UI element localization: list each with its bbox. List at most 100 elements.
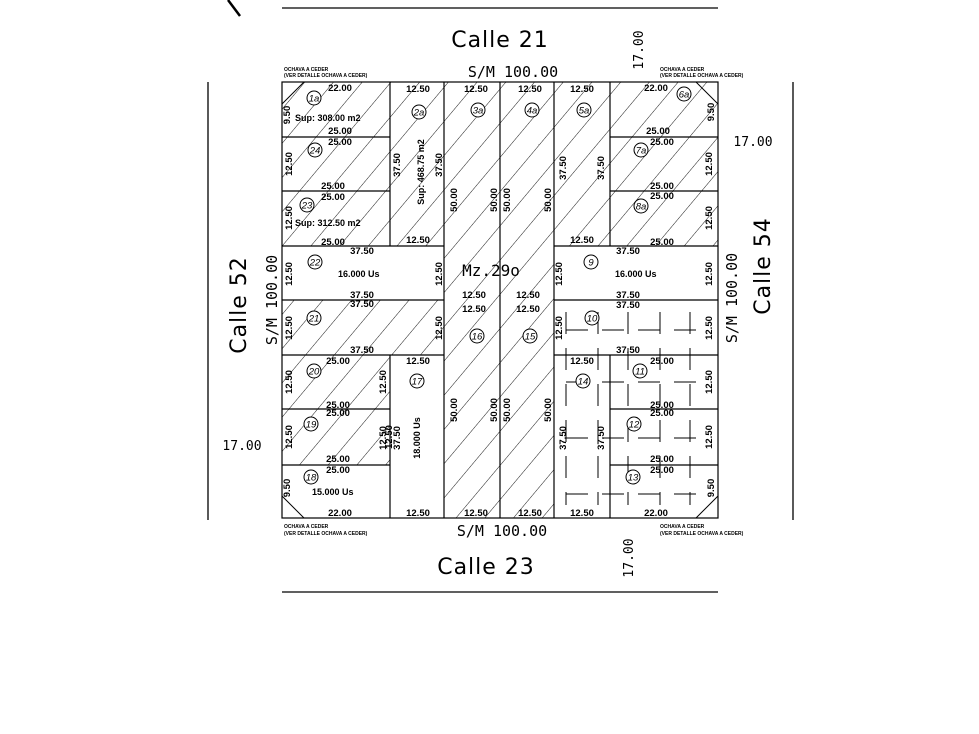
dimension-label: 25.00 [328,137,352,148]
svg-text:(VER DETALLE OCHAVA A CEDER): (VER DETALLE OCHAVA A CEDER) [660,73,744,79]
dimension-label: 37.50 [616,300,640,311]
lot-marker-11: 11 [632,363,648,379]
svg-text:OCHAVA A CEDER: OCHAVA A CEDER [660,524,705,530]
lot-marker-24: 24 [307,142,323,158]
dimension-label: 12.50 [464,84,488,95]
lot-marker-6a: 6a [676,86,692,102]
dimension-label: 25.00 [646,126,670,137]
dimension-label: 37.50 [558,426,569,450]
dimension-label: 37.50 [558,156,569,180]
dimension-label: 12.50 [284,425,295,449]
dimension-label: 12.50 [284,262,295,286]
block-label: Mz.29o [462,261,520,280]
dimension-label: 9.50 [282,479,293,498]
dimension-label: 25.00 [650,191,674,202]
dimension-label: 37.50 [392,426,403,450]
lot-marker-9: 9 [583,254,599,270]
dimension-label: 12.50 [378,370,389,394]
svg-text:19: 19 [306,420,317,431]
width-right: 17.00 [733,135,772,150]
dimension-label: 37.50 [616,290,640,301]
dimension-label: 50.00 [449,398,460,422]
dimension-label: 22.00 [644,83,668,94]
lot-marker-8a: 8a [633,198,649,214]
dimension-label: 25.00 [326,400,350,411]
dimension-label: 37.50 [616,345,640,356]
dimension-label: 25.00 [650,356,674,367]
dimension-label: 12.50 [570,508,594,519]
dimension-label: 9.50 [706,479,717,498]
svg-text:9: 9 [588,258,594,269]
svg-text:(VER DETALLE OCHAVA A CEDER): (VER DETALLE OCHAVA A CEDER) [284,531,368,537]
dimension-label: 12.50 [704,425,715,449]
dimension-label: 12.50 [406,84,430,95]
svg-text:13: 13 [628,473,639,484]
svg-text:3a: 3a [473,106,484,117]
svg-text:(VER DETALLE OCHAVA A CEDER): (VER DETALLE OCHAVA A CEDER) [284,73,368,79]
dimension-label: 12.50 [518,84,542,95]
north-arrow-icon [227,0,241,17]
svg-text:17: 17 [412,377,423,388]
dimension-label: 12.50 [704,316,715,340]
hatched-lots [282,82,718,518]
svg-text:11: 11 [635,367,645,378]
svg-text:6a: 6a [679,90,690,101]
area-lot23: Sup: 312.50 m2 [295,218,361,228]
dimension-label: 25.00 [326,356,350,367]
lot-marker-14: 14 [575,373,591,389]
dimension-label: 12.50 [464,508,488,519]
area-lot9: 16.000 Us [615,269,657,279]
dimension-label: 12.50 [516,290,540,301]
dimension-label: 25.00 [650,237,674,248]
svg-text:7a: 7a [636,146,647,157]
area-lot22: 16.000 Us [338,269,380,279]
dimension-label: 25.00 [326,465,350,476]
frontage-east: S/M 100.00 [723,253,741,343]
dimension-label: 25.00 [328,126,352,137]
area-lot1: Sup: 308.00 m2 [295,113,361,123]
dimension-label: 12.50 [570,356,594,367]
dimension-label: 12.50 [284,316,295,340]
svg-text:23: 23 [301,201,313,212]
lot-marker-20: 20 [306,363,322,379]
dimension-label: 37.50 [350,246,374,257]
dimension-label: 12.50 [434,316,445,340]
svg-text:16: 16 [472,332,483,343]
dimension-label: 12.50 [518,508,542,519]
dimension-label: 12.50 [570,84,594,95]
dimension-label: 12.50 [462,304,486,315]
lot-marker-23: 23 [299,197,315,213]
dimension-label: 37.50 [392,153,403,177]
svg-text:OCHAVA A CEDER: OCHAVA A CEDER [284,67,329,73]
dimension-label: 37.50 [596,426,607,450]
lot-marker-4a: 4a [524,102,540,118]
dimension-label: 37.50 [596,156,607,180]
dimension-label: 25.00 [321,192,345,203]
dimension-label: 12.50 [384,425,395,449]
svg-text:5a: 5a [579,106,590,117]
street-west-label: Calle 52 [227,256,252,354]
dimension-label: 12.50 [704,206,715,230]
lot-marker-17: 17 [409,373,425,389]
svg-text:1a: 1a [309,94,320,105]
lot-marker-21: 21 [306,310,322,326]
dimension-label: 12.50 [704,370,715,394]
lot-marker-3a: 3a [470,102,486,118]
lot-marker-5a: 5a [576,102,592,118]
dimension-label: 37.50 [350,290,374,301]
lot-marker-16: 16 [469,328,485,344]
dimension-label: 25.00 [321,181,345,192]
svg-text:12: 12 [629,420,640,431]
dimension-label: 37.50 [616,246,640,257]
dimension-label: 50.00 [449,188,460,212]
dimension-label: 12.50 [570,235,594,246]
street-east-label: Calle 54 [751,217,776,315]
dimension-label: 12.50 [554,316,565,340]
dimension-label: 50.00 [543,188,554,212]
area-lot2: Sup: 468.75 m2 [416,139,426,205]
svg-text:21: 21 [308,314,320,325]
street-north-label: Calle 21 [451,28,549,53]
dimension-label: 12.50 [284,370,295,394]
